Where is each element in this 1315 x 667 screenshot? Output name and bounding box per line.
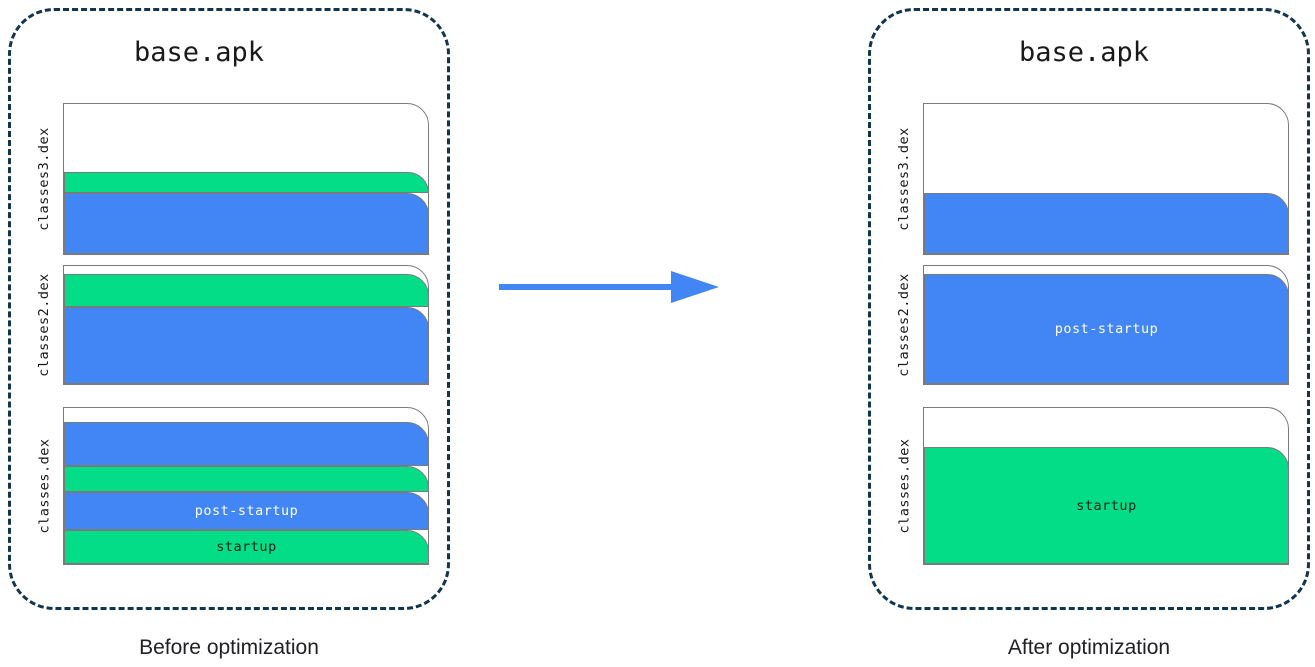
caption-before: Before optimization	[139, 636, 319, 659]
apk-panel-after: base.apk classes3.dex classes2.dex post-…	[868, 8, 1310, 610]
dex-frame-after-classes: startup	[923, 407, 1289, 565]
band-startup	[64, 171, 429, 193]
band-startup-labeled: startup	[64, 529, 429, 564]
band-post-startup-labeled: post-startup	[924, 274, 1289, 384]
apk-panel-before: base.apk classes3.dex classes2.dex	[8, 8, 450, 610]
transform-arrow	[495, 265, 725, 309]
band-post-startup	[64, 192, 429, 254]
band-startup	[64, 465, 429, 493]
band-post-startup	[924, 192, 1289, 254]
dex-frame-before-classes3	[63, 103, 429, 255]
band-post-startup	[64, 307, 429, 384]
apk-title-before: base.apk	[133, 37, 265, 68]
arrow-right-icon	[499, 271, 719, 303]
dex-group-after-classes3: classes3.dex	[895, 103, 1289, 255]
dex-label-after-classes: classes.dex	[896, 438, 912, 534]
dex-group-before-classes2: classes2.dex	[35, 265, 429, 385]
dex-label-before-classes: classes.dex	[36, 438, 52, 534]
band-startup	[64, 274, 429, 308]
band-post-startup	[64, 422, 429, 466]
dex-frame-before-classes2	[63, 265, 429, 385]
dex-label-after-classes3: classes3.dex	[896, 127, 913, 231]
band-post-startup-labeled: post-startup	[64, 492, 429, 530]
dex-group-before-classes3: classes3.dex	[35, 103, 429, 255]
apk-title-after: base.apk	[1018, 37, 1150, 68]
dex-label-before-classes2: classes2.dex	[36, 273, 53, 377]
dex-group-after-classes2: classes2.dex post-startup	[895, 265, 1289, 385]
dex-group-before-classes: classes.dex post-startup startup	[35, 407, 429, 565]
dex-frame-after-classes3	[923, 103, 1289, 255]
band-startup-labeled: startup	[924, 447, 1289, 564]
dex-label-after-classes2: classes2.dex	[896, 273, 913, 377]
dex-label-before-classes3: classes3.dex	[36, 127, 53, 231]
dex-frame-before-classes: post-startup startup	[63, 407, 429, 565]
dex-frame-after-classes2: post-startup	[923, 265, 1289, 385]
caption-after: After optimization	[1007, 636, 1171, 659]
dex-group-after-classes: classes.dex startup	[895, 407, 1289, 565]
